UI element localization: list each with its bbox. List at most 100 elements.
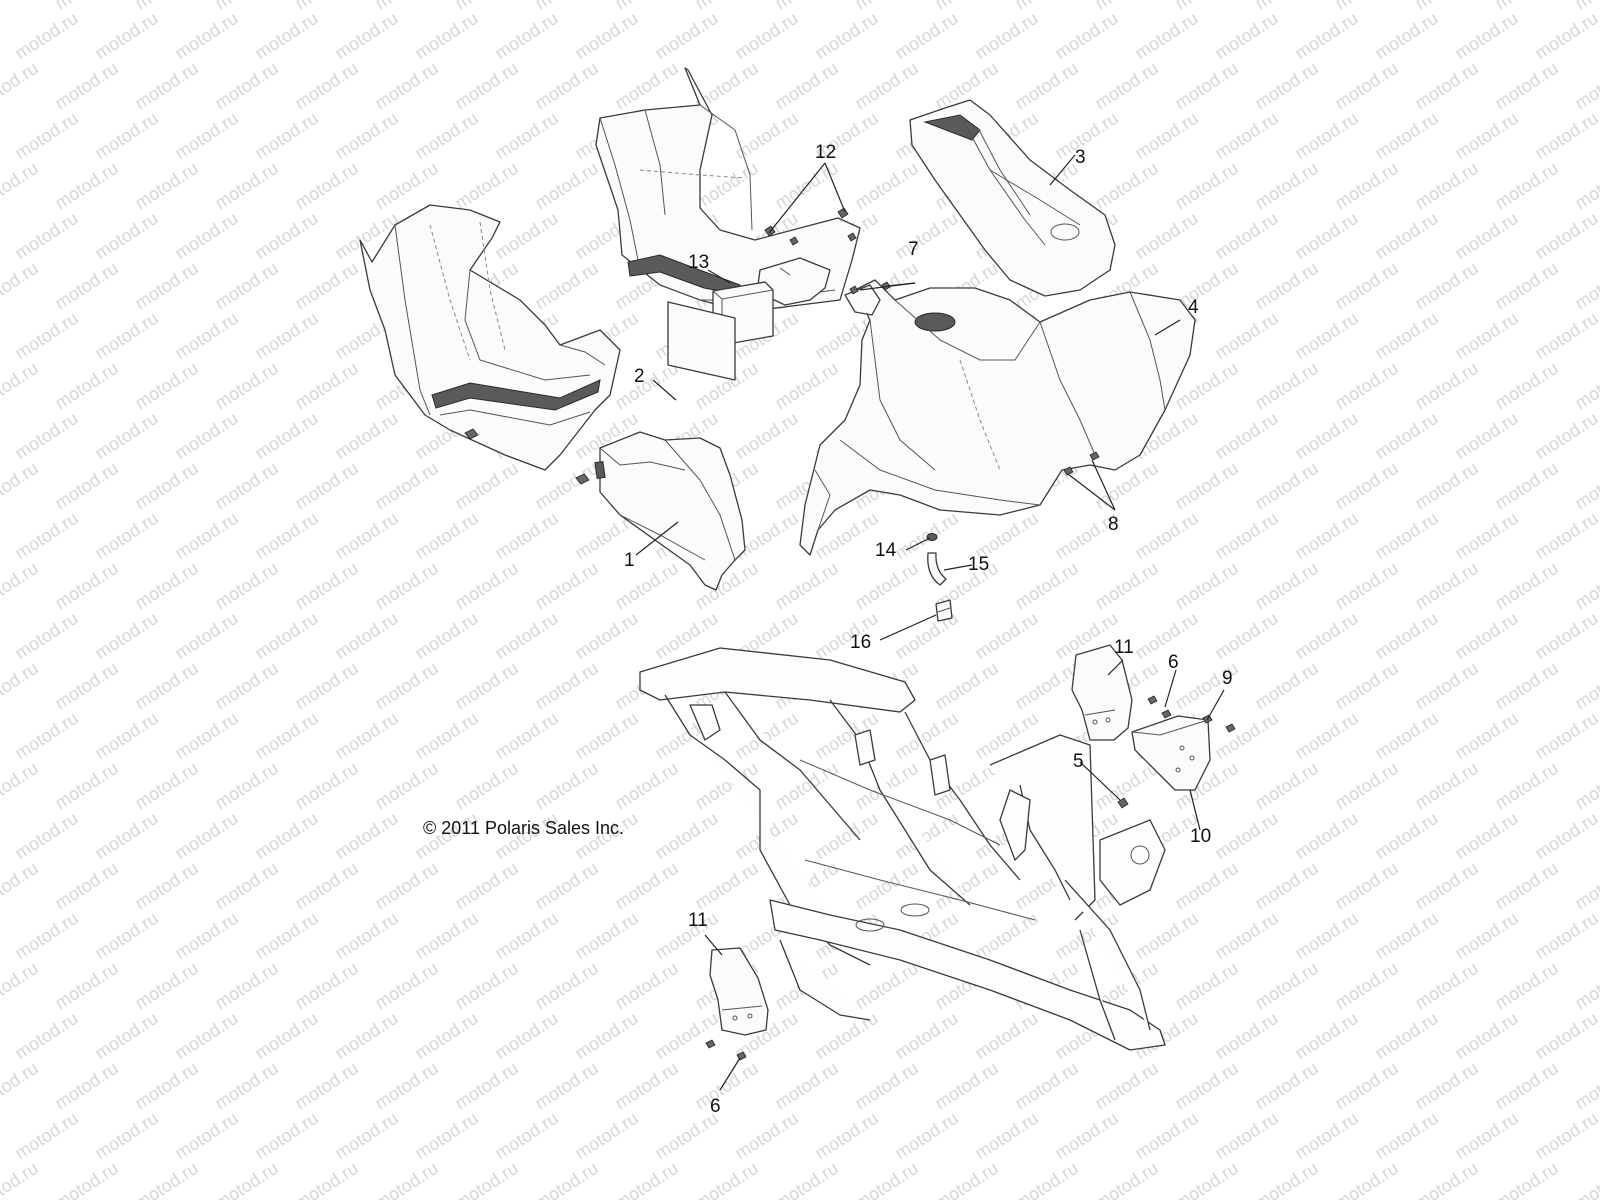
watermark-text: motod.ru (171, 708, 241, 763)
watermark-text: motod.ru (411, 8, 481, 63)
fasteners-part-7 (789, 232, 891, 295)
watermark-text: motod.ru (91, 308, 161, 363)
watermark-text: motod.ru (411, 1108, 481, 1163)
watermark-text: motod.ru (0, 608, 2, 663)
grommet-part-14 (926, 533, 938, 541)
watermark-text: motod.ru (211, 158, 281, 213)
watermark-text: motod.ru (0, 458, 42, 513)
watermark-text: motod.ru (1171, 1158, 1241, 1200)
watermark-text: motod.ru (1531, 608, 1600, 663)
watermark-text: motod.ru (771, 1058, 841, 1113)
watermark-text: motod.ru (1131, 508, 1201, 563)
watermark-text: motod.ru (1451, 808, 1521, 863)
watermark-text: motod.ru (1211, 8, 1281, 63)
watermark-text: motod.ru (1331, 858, 1401, 913)
watermark-text: motod.ru (1171, 958, 1241, 1013)
callout-11-lower: 11 (688, 910, 708, 931)
watermark-text: motod.ru (491, 508, 561, 563)
watermark-text: motod.ru (251, 608, 321, 663)
watermark-text: motod.ru (131, 0, 201, 13)
watermark-text: motod.ru (571, 1108, 641, 1163)
watermark-text: motod.ru (651, 1008, 721, 1063)
watermark-text: motod.ru (0, 1108, 2, 1163)
watermark-text: motod.ru (291, 1058, 361, 1113)
watermark-text: motod.ru (1291, 1108, 1361, 1163)
watermark-text: motod.ru (771, 58, 841, 113)
watermark-text: motod.ru (51, 558, 121, 613)
watermark-text: motod.ru (91, 608, 161, 663)
watermark-text: motod.ru (1491, 258, 1561, 313)
watermark-text: motod.ru (531, 1158, 601, 1200)
callout-12: 12 (815, 142, 836, 163)
watermark-text: motod.ru (131, 258, 201, 313)
watermark-text: motod.ru (0, 808, 2, 863)
watermark-text: motod.ru (0, 758, 42, 813)
watermark-text: motod.ru (1371, 1108, 1441, 1163)
watermark-text: motod.ru (331, 808, 401, 863)
watermark-text: motod.ru (531, 858, 601, 913)
watermark-text: motod.ru (0, 1158, 42, 1200)
watermark-text: motod.ru (211, 758, 281, 813)
watermark-text: motod.ru (211, 1058, 281, 1113)
watermark-text: motod.ru (251, 408, 321, 463)
watermark-text: motod.ru (931, 658, 1001, 713)
watermark-text: motod.ru (0, 1008, 2, 1063)
watermark-text: motod.ru (1571, 958, 1600, 1013)
watermark-text: motod.ru (0, 558, 42, 613)
rear-footwell-panel (359, 204, 621, 471)
fasteners-part-8 (1063, 451, 1100, 476)
watermark-text: motod.ru (1291, 908, 1361, 963)
watermark-text: motod.ru (731, 1108, 801, 1163)
watermark-text: motod.ru (11, 908, 81, 963)
watermark-text: motod.ru (211, 0, 281, 13)
watermark-text: motod.ru (0, 0, 42, 13)
watermark-text: motod.ru (0, 508, 2, 563)
watermark-text: motod.ru (11, 1108, 81, 1163)
watermark-text: motod.ru (1051, 1108, 1121, 1163)
watermark-text: motod.ru (1131, 108, 1201, 163)
watermark-text: motod.ru (971, 8, 1041, 63)
watermark-text: motod.ru (0, 208, 2, 263)
watermark-text: motod.ru (251, 1108, 321, 1163)
watermark-text: motod.ru (1291, 608, 1361, 663)
fasteners-part-6-upper (1147, 695, 1172, 719)
callout-3: 3 (1075, 147, 1086, 168)
watermark-text: motod.ru (1091, 1058, 1161, 1113)
watermark-text: motod.ru (451, 0, 521, 13)
watermark-text: motod.ru (1211, 608, 1281, 663)
watermark-text: motod.ru (371, 758, 441, 813)
watermark-text: motod.ru (451, 658, 521, 713)
watermark-text: motod.ru (771, 558, 841, 613)
watermark-text: motod.ru (811, 8, 881, 63)
watermark-text: motod.ru (1491, 1058, 1561, 1113)
watermark-text: motod.ru (1251, 58, 1321, 113)
watermark-text: motod.ru (1571, 858, 1600, 913)
watermark-text: motod.ru (571, 1008, 641, 1063)
watermark-text: motod.ru (91, 408, 161, 463)
watermark-text: motod.ru (1091, 558, 1161, 613)
watermark-text: motod.ru (1451, 108, 1521, 163)
watermark-text: motod.ru (1571, 458, 1600, 513)
watermark-text: motod.ru (131, 558, 201, 613)
watermark-text: motod.ru (0, 58, 42, 113)
watermark-text: motod.ru (1131, 1108, 1201, 1163)
watermark-text: motod.ru (211, 558, 281, 613)
watermark-text: motod.ru (1171, 458, 1241, 513)
watermark-text: motod.ru (1571, 558, 1600, 613)
watermark-text: motod.ru (131, 858, 201, 913)
watermark-text: motod.ru (171, 308, 241, 363)
watermark-text: motod.ru (651, 8, 721, 63)
watermark-text: motod.ru (891, 208, 961, 263)
watermark-text: motod.ru (1091, 158, 1161, 213)
watermark-text: motod.ru (731, 8, 801, 63)
watermark-text: motod.ru (91, 108, 161, 163)
watermark-text: motod.ru (11, 208, 81, 263)
watermark-text: motod.ru (51, 1158, 121, 1200)
watermark-text: motod.ru (731, 108, 801, 163)
watermark-text: motod.ru (171, 208, 241, 263)
callout-13: 13 (688, 252, 709, 273)
watermark-text: motod.ru (291, 58, 361, 113)
watermark-text: motod.ru (1211, 908, 1281, 963)
watermark-text: motod.ru (51, 358, 121, 413)
watermark-text: motod.ru (331, 608, 401, 663)
